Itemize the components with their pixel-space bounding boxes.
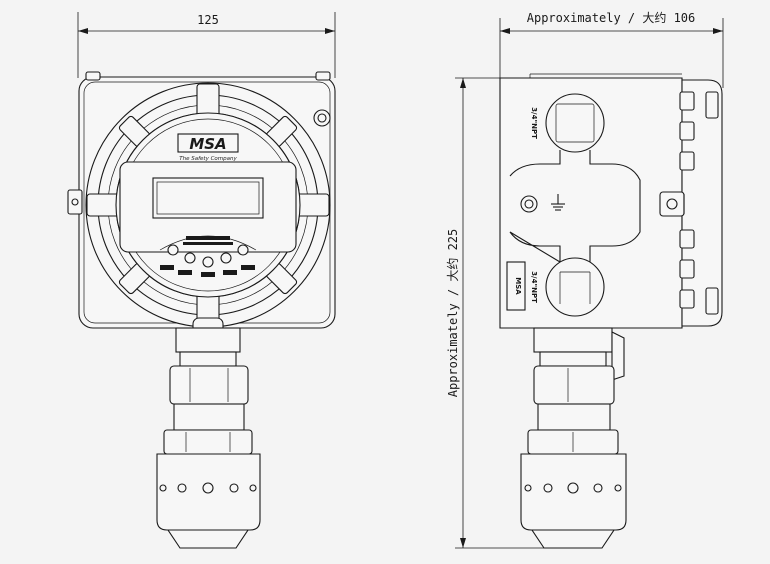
- side-view: 3/4"NPT 3/4"NPT MSA: [499, 73, 723, 549]
- width-label: 125: [197, 13, 219, 27]
- side-housing: [499, 77, 683, 329]
- ground-screw: [520, 195, 538, 213]
- height-dimension: Approximately / 大约 225: [445, 77, 560, 549]
- front-fitting: [169, 365, 249, 405]
- front-display: [152, 177, 264, 219]
- side-logo-plate: [506, 261, 526, 311]
- width-dimension: 125: [77, 12, 336, 78]
- ground-icon: [551, 194, 565, 211]
- side-fitting: [533, 365, 615, 405]
- front-logo: MSA The Safety Company: [177, 133, 239, 162]
- depth-label: Approximately / 大约 106: [527, 10, 696, 25]
- height-label: Approximately / 大约 225: [445, 229, 460, 398]
- conduit-label-bottom: 3/4"NPT: [530, 271, 538, 303]
- front-sensor-head: [156, 453, 261, 531]
- side-conduit-channel: [509, 150, 641, 263]
- conduit-label-top: 3/4"NPT: [530, 107, 538, 139]
- conduit-entry-top: [545, 93, 605, 153]
- svg-text:MSA: MSA: [189, 135, 226, 153]
- svg-text:The Safety Company: The Safety Company: [179, 156, 237, 162]
- side-sensor-head: [520, 453, 627, 531]
- front-screw: [313, 109, 331, 127]
- front-view: MSA The Safety Company: [67, 71, 336, 549]
- svg-text:MSA: MSA: [514, 277, 522, 295]
- conduit-entry-bottom: [545, 257, 605, 317]
- depth-dimension: Approximately / 大约 106: [499, 10, 724, 88]
- front-status-leds: [159, 235, 257, 277]
- side-lid: [679, 79, 723, 327]
